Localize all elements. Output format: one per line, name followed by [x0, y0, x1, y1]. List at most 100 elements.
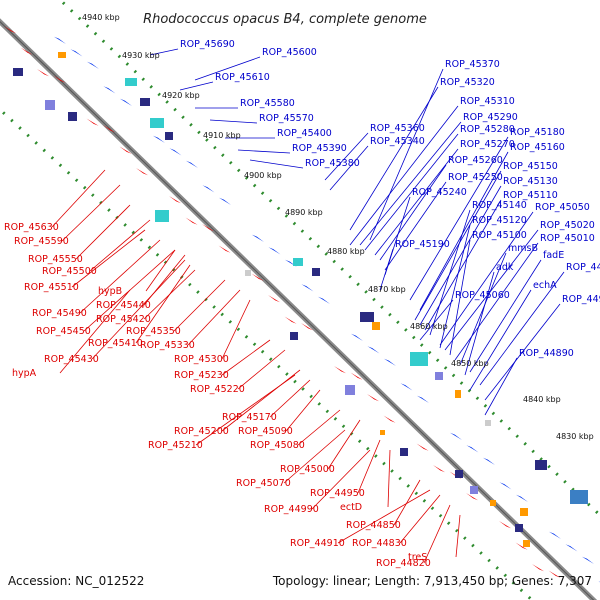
feature-block	[400, 448, 408, 456]
upper-leader-line	[329, 145, 369, 191]
upper-leader-line	[384, 181, 447, 271]
gene-blocks	[4, 26, 600, 583]
blue-gene-arrow	[499, 482, 512, 490]
lower-gene-label: ROP_45210	[148, 440, 203, 451]
upper-gene-label: ROP_45280	[460, 124, 515, 135]
red-gene-arrow	[334, 366, 346, 374]
lower-gene-label: ROP_45200	[174, 426, 229, 437]
lower-leader-line	[71, 229, 146, 288]
lower-gene-label: ROP_44990	[264, 504, 319, 515]
lower-gene-label: treS	[408, 552, 427, 563]
upper-gene-label: adk	[496, 262, 514, 273]
lower-gene-label: ROP_45430	[44, 354, 99, 365]
lower-gene-label: ROP_45410	[88, 338, 143, 349]
upper-leader-line	[349, 105, 459, 246]
blue-gene-arrow	[400, 383, 413, 391]
upper-gene-label: ROP_45190	[395, 239, 450, 250]
upper-leader-line	[419, 299, 454, 341]
red-gene-arrow	[202, 224, 214, 232]
red-gene-arrow	[301, 323, 313, 331]
blue-gene-arrow	[450, 432, 462, 440]
upper-gene-label: ROP_45130	[503, 176, 558, 187]
lower-leader-line	[51, 169, 106, 228]
feature-block	[345, 385, 355, 395]
feature-block	[140, 98, 150, 106]
red-gene-arrow	[284, 316, 297, 324]
upper-leader-line	[349, 86, 439, 231]
tick-label: 4910 kbp	[203, 131, 241, 140]
upper-gene-label: echA	[533, 280, 557, 291]
lower-leader-line	[173, 279, 226, 332]
lower-gene-label: ROP_45170	[222, 412, 277, 423]
red-gene-arrow	[119, 146, 132, 154]
feature-block	[45, 100, 55, 110]
lower-gene-label: ROP_45090	[238, 426, 293, 437]
upper-gene-label: ROP_45340	[370, 136, 425, 147]
upper-gene-label: ROP_45370	[445, 59, 500, 70]
blue-gene-arrow	[285, 259, 297, 267]
blue-gene-arrow	[87, 61, 99, 69]
feature-block	[293, 258, 303, 266]
upper-leader-line	[469, 259, 542, 373]
feature-block	[470, 486, 478, 494]
blue-gene-arrow	[367, 346, 380, 354]
red-gene-arrow	[350, 372, 363, 380]
feature-block	[523, 540, 530, 547]
upper-gene-label: ROP_45360	[370, 123, 425, 134]
topology-text: Topology: linear; Length: 7,913,450 bp; …	[272, 574, 592, 588]
red-gene-arrow	[499, 521, 511, 529]
lower-leader-line	[89, 219, 151, 272]
upper-leader-line	[379, 248, 394, 291]
red-gene-arrow	[367, 394, 379, 402]
feature-block	[515, 524, 523, 532]
blue-gene-arrow	[70, 49, 83, 57]
red-gene-arrow	[136, 168, 148, 176]
blue-gene-arrow	[466, 445, 479, 453]
lower-gene-label: ROP_45490	[32, 308, 87, 319]
lower-gene-label: ROP_45420	[96, 314, 151, 325]
lower-gene-label: ROP_45080	[250, 440, 305, 451]
upper-gene-label: ROP_45150	[503, 161, 558, 172]
upper-gene-label: ROP_45010	[540, 233, 595, 244]
lower-leader-line	[387, 449, 391, 508]
blue-gene-arrow	[219, 197, 231, 205]
upper-gene-label: ROP_45580	[240, 98, 295, 109]
backbone	[0, 18, 598, 600]
red-gene-arrow	[218, 245, 231, 253]
blue-gene-arrow	[549, 531, 561, 539]
upper-gene-label: ROP_45160	[510, 142, 565, 153]
blue-gene-arrow	[417, 395, 429, 403]
upper-gene-label: ROP_45600	[262, 47, 317, 58]
upper-leader-line	[449, 239, 471, 356]
lower-leader-line	[357, 439, 381, 494]
feature-block	[125, 78, 137, 86]
upper-gene-label: ROP_45290	[463, 112, 518, 123]
feature-block	[455, 390, 461, 398]
lower-leader-line	[221, 369, 301, 432]
lower-leader-line	[61, 184, 121, 242]
lower-gene-label: ROP_45300	[174, 354, 229, 365]
lower-leader-line	[221, 339, 271, 376]
feature-block	[372, 322, 380, 330]
feature-block	[312, 268, 320, 276]
feature-block	[455, 470, 463, 478]
feature-block	[165, 132, 173, 140]
lower-leader-line	[195, 374, 296, 446]
upper-gene-label: ROP_45270	[460, 139, 515, 150]
lower-leader-line	[187, 289, 241, 346]
lower-gene-label: ROP_45350	[126, 326, 181, 337]
lower-leader-line	[311, 449, 371, 510]
upper-gene-label: ROP_44890	[519, 348, 574, 359]
upper-leader-line	[444, 229, 539, 351]
upper-gene-label: ROP_45140	[472, 200, 527, 211]
upper-leader-line	[484, 303, 561, 401]
feature-block	[150, 118, 164, 128]
upper-leader-line	[454, 242, 539, 361]
red-gene-arrow	[466, 493, 478, 501]
upper-gene-label: mmsB	[508, 243, 538, 254]
feature-block	[13, 68, 23, 76]
red-gene-arrow	[53, 75, 66, 83]
blue-gene-arrow	[153, 135, 165, 143]
upper-gene-label: ROP_45020	[540, 220, 595, 231]
red-gene-arrow	[86, 118, 99, 126]
